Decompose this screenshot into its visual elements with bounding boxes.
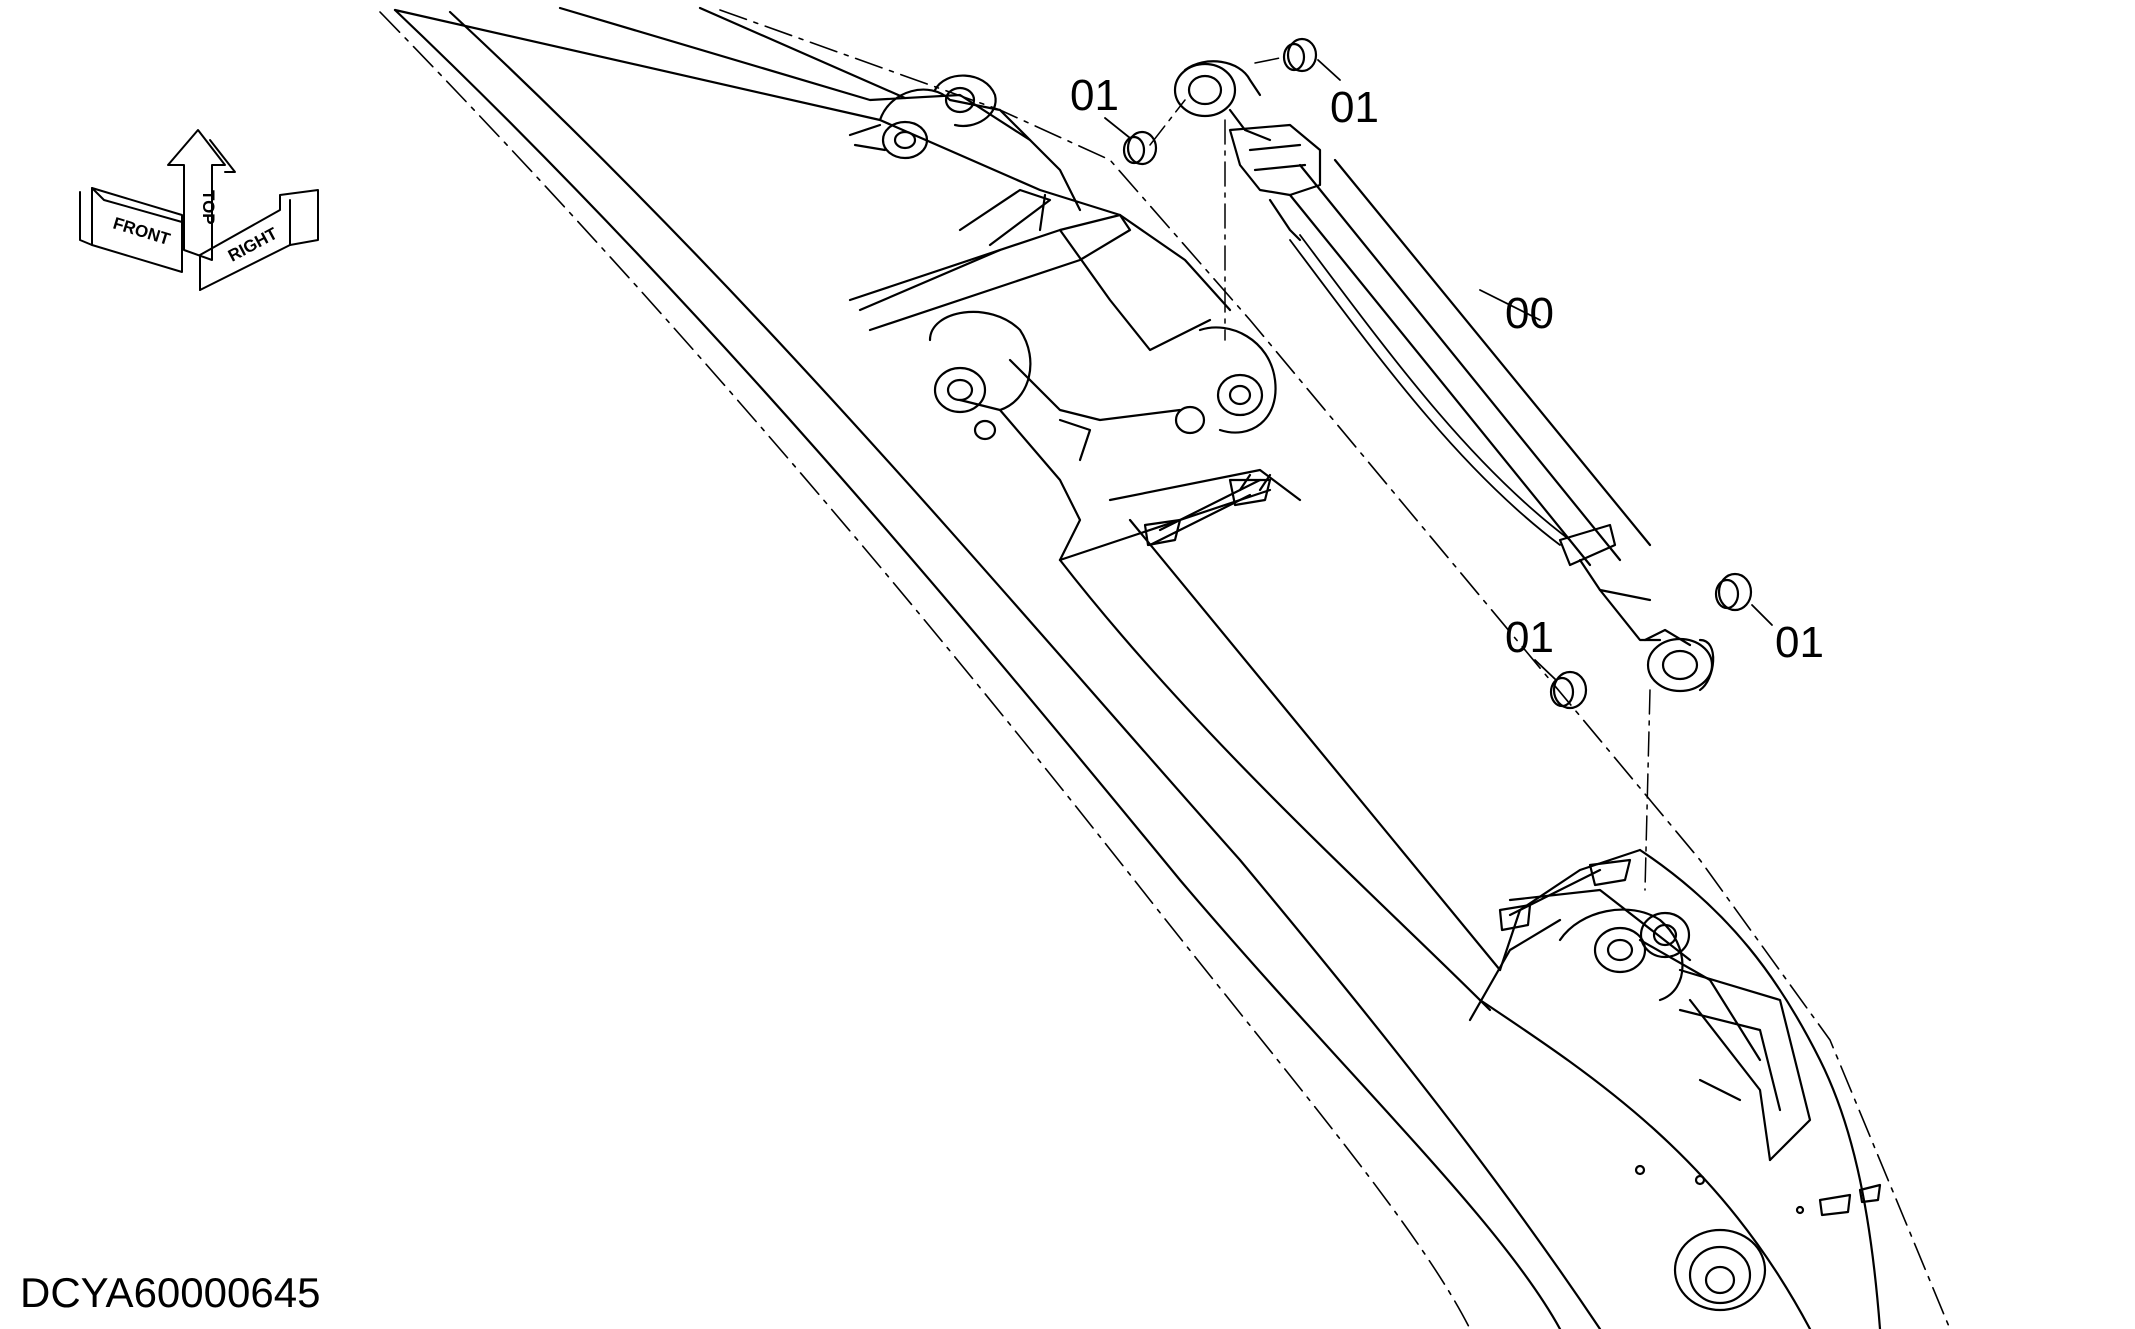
orientation-top-label: TOP bbox=[199, 190, 218, 225]
upper-mount-bracket bbox=[848, 74, 1277, 562]
callout-bushing-bottom-right: 01 bbox=[1775, 618, 1824, 667]
bushing-bottom-right bbox=[1714, 572, 1753, 612]
callout-bushing-top-left: 01 bbox=[1070, 71, 1119, 120]
lower-mount-bracket bbox=[1498, 858, 1882, 1312]
drawing-id: DCYA60000645 bbox=[20, 1269, 321, 1316]
boom-structure bbox=[379, 6, 1951, 1329]
bushing-top-right bbox=[1282, 37, 1318, 73]
orientation-arrows-icon bbox=[79, 129, 319, 291]
callout-bushing-top-right: 01 bbox=[1330, 83, 1379, 132]
orientation-front-label: FRONT bbox=[111, 214, 173, 249]
bushing-bottom-left bbox=[1549, 670, 1588, 710]
leader-lines bbox=[1104, 59, 1773, 681]
alignment-lines bbox=[1149, 56, 1651, 891]
hydraulic-cylinder bbox=[1173, 60, 1715, 693]
callout-bushing-bottom-left: 01 bbox=[1505, 613, 1554, 662]
callout-cylinder: 00 bbox=[1505, 289, 1554, 338]
orientation-right-label: RIGHT bbox=[225, 224, 281, 266]
bushing-top-left bbox=[1122, 130, 1158, 166]
